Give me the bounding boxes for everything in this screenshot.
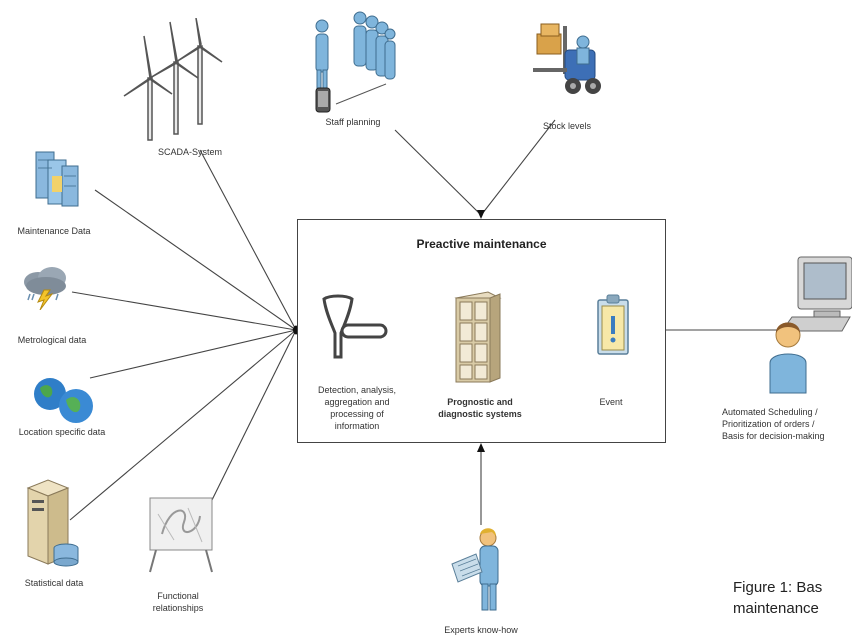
panel-title: Preactive maintenance <box>416 237 547 251</box>
line-staff <box>394 129 481 215</box>
maintenance-data-icon <box>35 151 79 207</box>
flipchart-icon <box>149 497 213 573</box>
server-cabinet-icon <box>454 291 502 383</box>
line-statistical <box>69 329 297 521</box>
event-clipboard-icon <box>597 294 629 355</box>
server-database-icon <box>26 479 79 567</box>
figure-caption: Figure 1: Bas maintenance <box>733 579 823 617</box>
line-stock <box>481 119 556 215</box>
label-experts: Experts know-how <box>444 625 518 635</box>
funnel-icon <box>322 294 388 359</box>
line-location <box>89 329 297 379</box>
line-meteo <box>71 291 297 331</box>
line-functional <box>211 329 297 501</box>
forklift-icon <box>533 23 601 94</box>
arrowhead-bottom <box>477 443 485 452</box>
preactive-maintenance-panel: Preactive maintenance Detection, ana <box>297 219 666 443</box>
label-location: Location specific data <box>18 427 106 437</box>
arrowhead-top <box>477 210 485 219</box>
label-stock: Stock levels <box>542 121 592 131</box>
staff-people-icon <box>315 11 396 113</box>
label-meteo: Metrological data <box>17 335 87 345</box>
label-maintenance: Maintenance Data <box>17 226 91 236</box>
expert-person-icon <box>451 528 499 611</box>
label-staff: Staff planning <box>325 117 381 127</box>
stage-label-prognostic: Prognostic and diagnostic systems <box>438 397 522 419</box>
wind-turbine-icon <box>123 18 223 141</box>
computer-operator-icon <box>769 256 852 394</box>
stage-label-detection: Detection, analysis, aggregation and pro… <box>317 385 397 431</box>
label-scada: SCADA-System <box>157 147 222 157</box>
line-maintenance <box>94 189 297 331</box>
label-output: Automated Scheduling / Prioritization of… <box>722 407 825 441</box>
label-statistical: Statistical data <box>24 578 84 588</box>
stage-label-event: Event <box>599 397 623 407</box>
label-functional: Functional relationships <box>152 591 204 613</box>
globe-icon <box>34 378 93 423</box>
line-scada <box>199 149 297 331</box>
weather-cloud-icon <box>24 267 66 310</box>
